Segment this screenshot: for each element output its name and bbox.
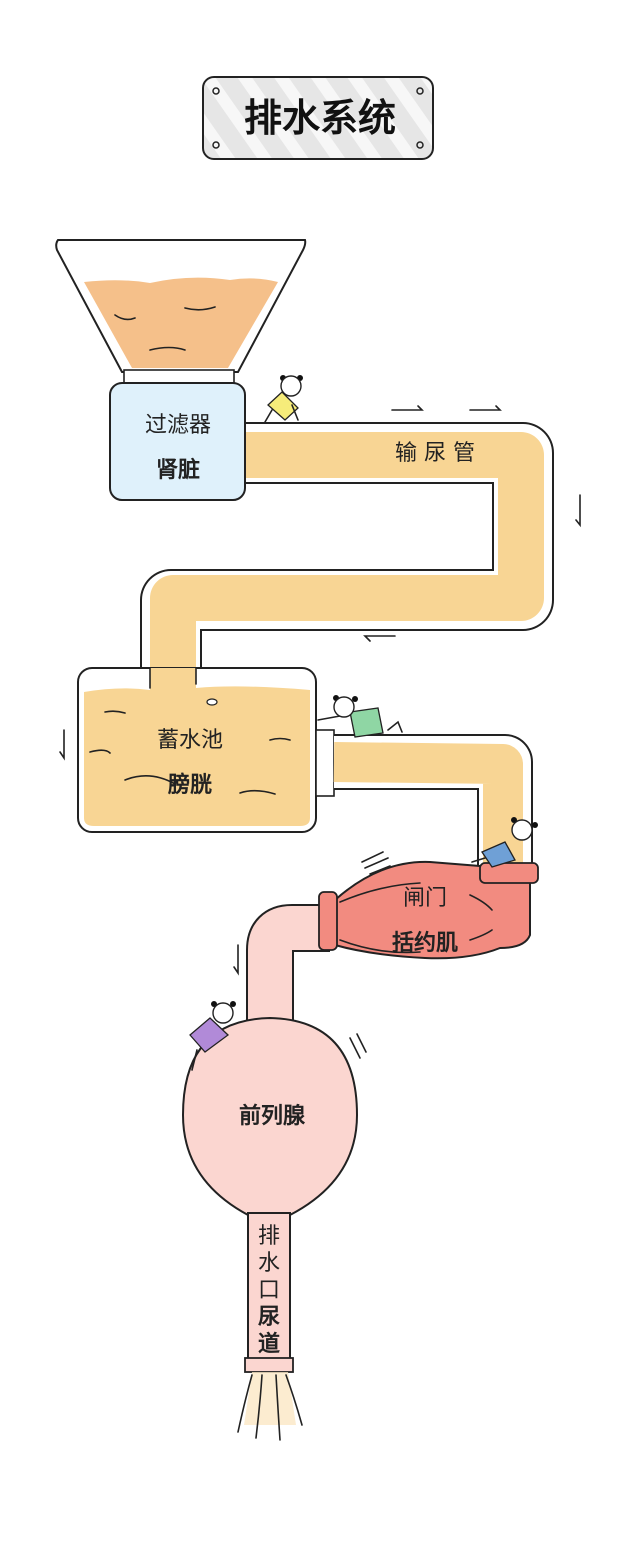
sphincter-role-label: 闸门 (403, 886, 447, 911)
urethra-organ-char: 道 (258, 1331, 280, 1357)
arrow-down-icon (59, 729, 65, 761)
page-title: 排水系统 (244, 95, 396, 140)
arrow-right-icon (469, 405, 502, 411)
motion-lines-icon (361, 851, 391, 875)
arrow-down-icon (233, 944, 239, 976)
flow-arrows (59, 405, 581, 1059)
urethra-upper-pipe (246, 904, 330, 1040)
motion-lines-icon (349, 1033, 367, 1059)
urethra-role-char: 排 (258, 1224, 280, 1249)
kidney-role-label: 过滤器 (145, 413, 211, 438)
panda-blue (471, 817, 538, 868)
prostate-label: 前列腺 (239, 1103, 306, 1129)
panda-green (317, 695, 403, 738)
bladder-outlet-pipe (333, 734, 533, 870)
ureter-pipe: 输 尿 管 (140, 422, 554, 700)
urethra-role-char: 口 (258, 1278, 280, 1303)
kidney-filter: 过滤器 肾脏 (109, 382, 246, 501)
ureter-label: 输 尿 管 (395, 441, 475, 466)
urethra-organ-char: 尿 (258, 1305, 280, 1330)
kidney-organ-label: 肾脏 (156, 457, 200, 483)
bladder-reservoir: 蓄水池 膀胱 (77, 667, 335, 833)
panda-purple (189, 1001, 236, 1071)
arrow-down-icon (575, 494, 581, 528)
bladder-role-label: 蓄水池 (157, 728, 223, 753)
urethra-role-char: 水 (258, 1251, 280, 1276)
urethra-tube: 排 水 口 尿 道 (237, 1212, 303, 1441)
sphincter-gate: 闸门 括约肌 (318, 860, 539, 960)
arrow-right-icon (391, 405, 424, 411)
panda-yellow (264, 375, 303, 423)
title-plaque: 排水系统 (202, 76, 434, 160)
arrow-left-icon (363, 635, 396, 642)
prostate: 前列腺 (181, 1016, 359, 1216)
funnel (55, 239, 307, 384)
sphincter-organ-label: 括约肌 (392, 930, 458, 956)
bladder-organ-label: 膀胱 (168, 772, 212, 798)
